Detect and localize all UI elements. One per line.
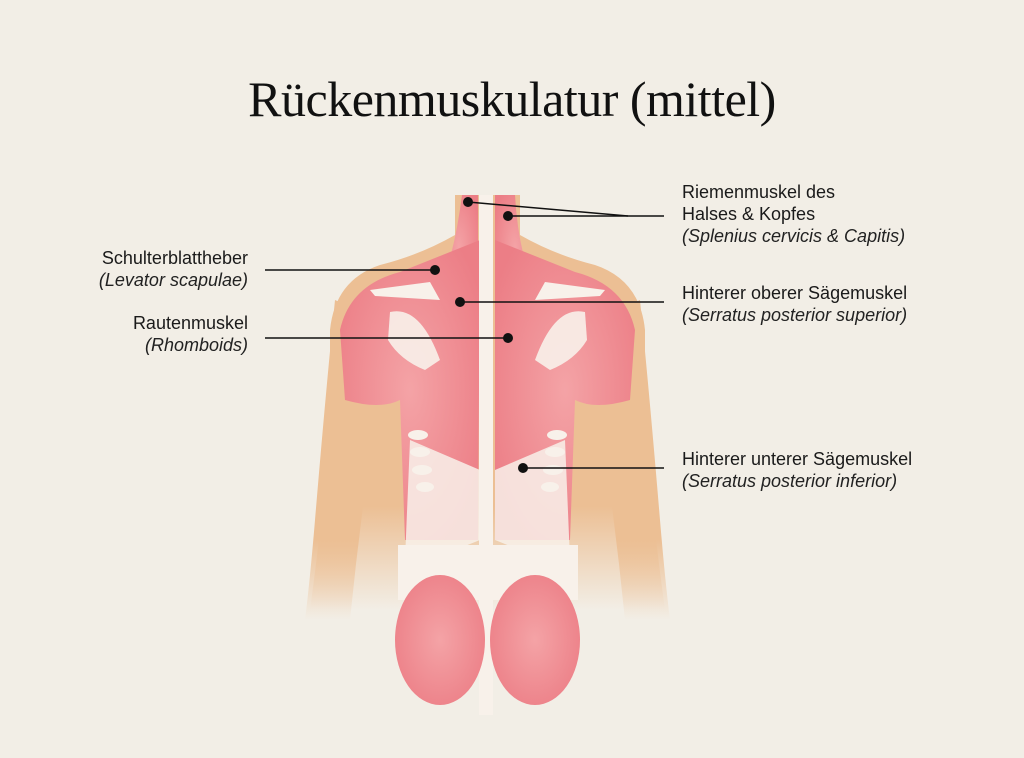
label-main: Schulterblattheber (101, 248, 248, 268)
scapula-right (535, 311, 587, 370)
label-serratus-inferior: Hinterer unterer Sägemuskel (Serratus po… (682, 448, 912, 492)
label-main: Rautenmuskel (132, 313, 248, 333)
label-sub: (Serratus posterior superior) (682, 305, 908, 325)
label-main: Halses & Kopfes (682, 204, 816, 224)
label-splenius: Riemenmuskel des Halses & Kopfes (Spleni… (682, 181, 905, 247)
leader-lines (265, 201, 664, 469)
label-levator-scapulae: Schulterblattheber (Levator scapulae) (99, 247, 248, 291)
ribs (408, 430, 567, 492)
label-rhomboids: Rautenmuskel (Rhomboids) (133, 312, 248, 356)
label-main: Hinterer unterer Sägemuskel (682, 449, 913, 469)
marker-dot-splenius-1 (463, 197, 473, 207)
marker-dot-rhomboids (503, 333, 513, 343)
label-main: Hinterer oberer Sägemuskel (682, 283, 908, 303)
marker-dot-serratus-sup (455, 297, 465, 307)
marker-dots (430, 197, 528, 473)
label-sub: (Serratus posterior inferior) (682, 471, 898, 491)
marker-dot-splenius-2 (503, 211, 513, 221)
marker-dot-serratus-inf (518, 463, 528, 473)
thoracolumbar-fascia (405, 440, 570, 560)
label-sub: (Levator scapulae) (98, 270, 248, 290)
scapula-left (388, 311, 440, 370)
label-main: Riemenmuskel des (682, 182, 836, 202)
label-serratus-superior: Hinterer oberer Sägemuskel (Serratus pos… (682, 282, 907, 326)
spine-of-scapula-left (370, 282, 440, 300)
marker-dot-levator (430, 265, 440, 275)
gluteal-left (395, 575, 485, 705)
label-sub: (Splenius cervicis & Capitis) (682, 226, 906, 246)
spine-of-scapula-right (535, 282, 605, 300)
label-sub: (Rhomboids) (144, 335, 248, 355)
page-title: Rückenmuskulatur (mittel) (248, 71, 776, 127)
gluteal-right (490, 575, 580, 705)
